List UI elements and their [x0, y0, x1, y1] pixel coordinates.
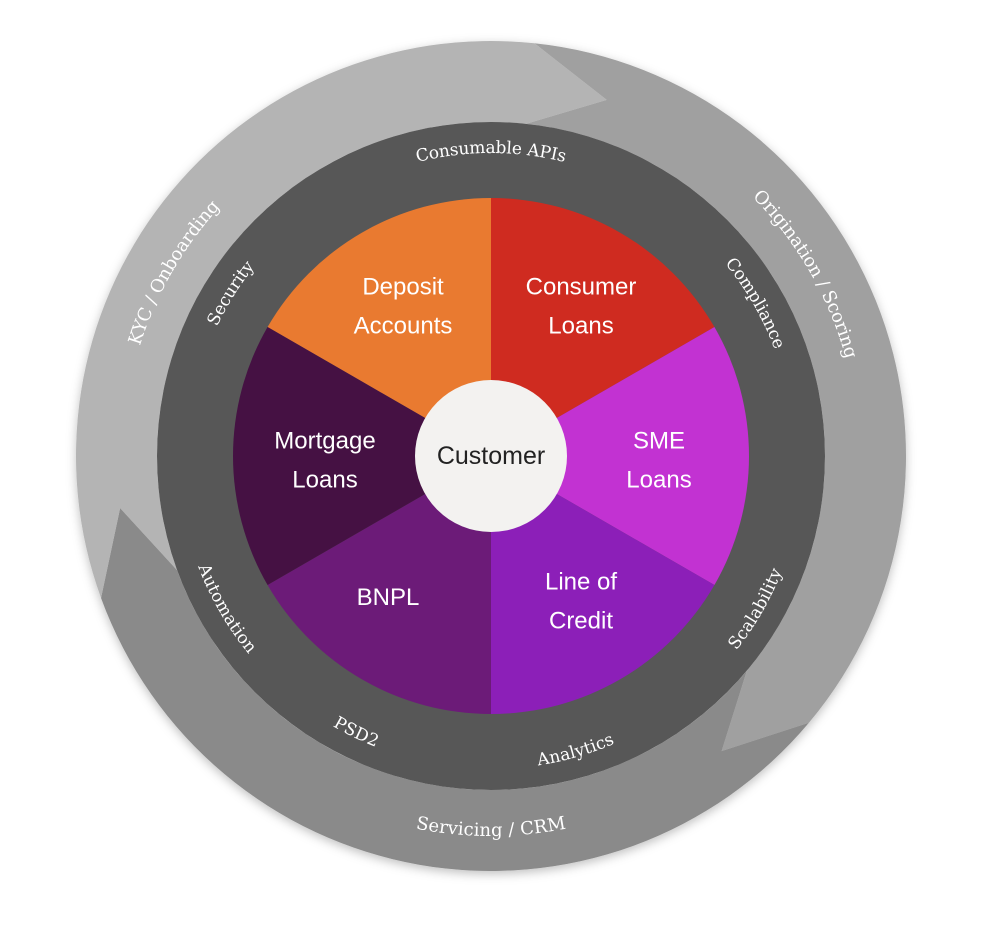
- outer-arrow-kyc: [76, 40, 607, 598]
- outer-ring: [76, 40, 907, 872]
- segment-line-of-credit: [491, 456, 715, 714]
- segment-sme-loans: [491, 327, 749, 585]
- product-segments: [233, 198, 749, 714]
- segment-mortgage-loans: [233, 327, 491, 585]
- outer-arrow-servicing: [101, 508, 809, 872]
- outer-arrow-origination: [525, 43, 907, 752]
- segment-bnpl: [267, 456, 491, 714]
- segment-consumer-loans: [491, 198, 715, 456]
- segment-label-bnpl: BNPL: [357, 584, 420, 611]
- customer-circle: [415, 380, 567, 532]
- segment-deposit-accounts: [267, 198, 491, 456]
- customer-label: Customer: [437, 442, 545, 470]
